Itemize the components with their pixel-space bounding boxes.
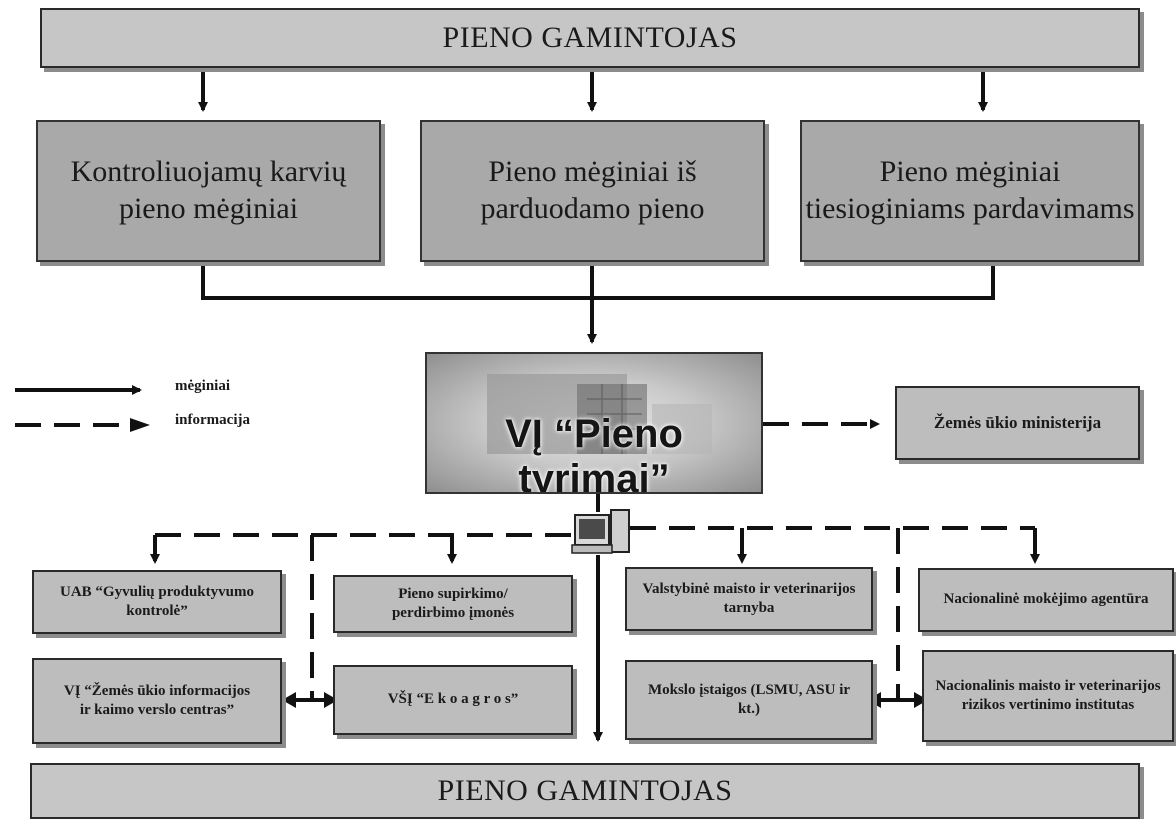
computer-icon xyxy=(571,509,630,554)
source-label: Pieno mėginiai iš parduodamo pieno xyxy=(480,155,705,225)
recipient-vi-center: VĮ “Žemės ūkio informacijos ir kaimo ver… xyxy=(32,658,282,744)
recipient-label: Nacionalinis maisto ir veterinarijos riz… xyxy=(935,677,1161,714)
source-box-sold: Pieno mėginiai iš parduodamo pieno xyxy=(420,120,765,262)
bottom-banner: PIENO GAMINTOJAS xyxy=(30,763,1140,819)
top-banner: PIENO GAMINTOJAS xyxy=(40,8,1140,68)
building-image xyxy=(487,374,712,454)
recipient-label: VĮ “Žemės ūkio informacijos ir kaimo ver… xyxy=(63,682,251,719)
recipient-label: Valstybinė maisto ir veterinarijos tarny… xyxy=(642,580,856,617)
recipient-label: Nacionalinė mokėjimo agentūra xyxy=(943,591,1149,608)
source-box-controlled: Kontroliuojamų karvių pieno mėginiai xyxy=(36,120,381,262)
bottom-banner-text: PIENO GAMINTOJAS xyxy=(437,774,733,807)
center-lab-box: VĮ “Pieno tyrimai” xyxy=(425,352,763,494)
recipient-label: VŠĮ “E k o a g r o s” xyxy=(387,691,519,708)
source-box-direct: Pieno mėginiai tiesioginiams pardavimams xyxy=(800,120,1140,262)
recipient-processors: Pieno supirkimo/ perdirbimo įmonės xyxy=(333,575,573,633)
source-label: Pieno mėginiai tiesioginiams pardavimams xyxy=(805,155,1135,225)
recipient-label: Mokslo įstaigos (LSMU, ASU ir kt.) xyxy=(647,681,851,718)
recipient-label: UAB “Gyvulių produktyvumo kontrolė” xyxy=(60,583,254,620)
legend-information: informacija xyxy=(175,412,250,428)
recipient-nma: Nacionalinė mokėjimo agentūra xyxy=(918,568,1174,632)
ministry-box: Žemės ūkio ministerija xyxy=(895,386,1140,460)
ministry-label: Žemės ūkio ministerija xyxy=(933,412,1102,432)
recipient-institute: Nacionalinis maisto ir veterinarijos riz… xyxy=(922,650,1174,742)
legend-samples: mėginiai xyxy=(175,378,230,394)
recipient-label: Pieno supirkimo/ perdirbimo įmonės xyxy=(391,585,515,622)
recipient-uab: UAB “Gyvulių produktyvumo kontrolė” xyxy=(32,570,282,634)
recipient-vmvt: Valstybinė maisto ir veterinarijos tarny… xyxy=(625,567,873,631)
recipient-vsi: VŠĮ “E k o a g r o s” xyxy=(333,665,573,735)
top-banner-text: PIENO GAMINTOJAS xyxy=(442,21,738,54)
center-lab-title: VĮ “Pieno tyrimai” xyxy=(505,412,683,494)
source-label: Kontroliuojamų karvių pieno mėginiai xyxy=(70,155,347,225)
recipient-science: Mokslo įstaigos (LSMU, ASU ir kt.) xyxy=(625,660,873,740)
